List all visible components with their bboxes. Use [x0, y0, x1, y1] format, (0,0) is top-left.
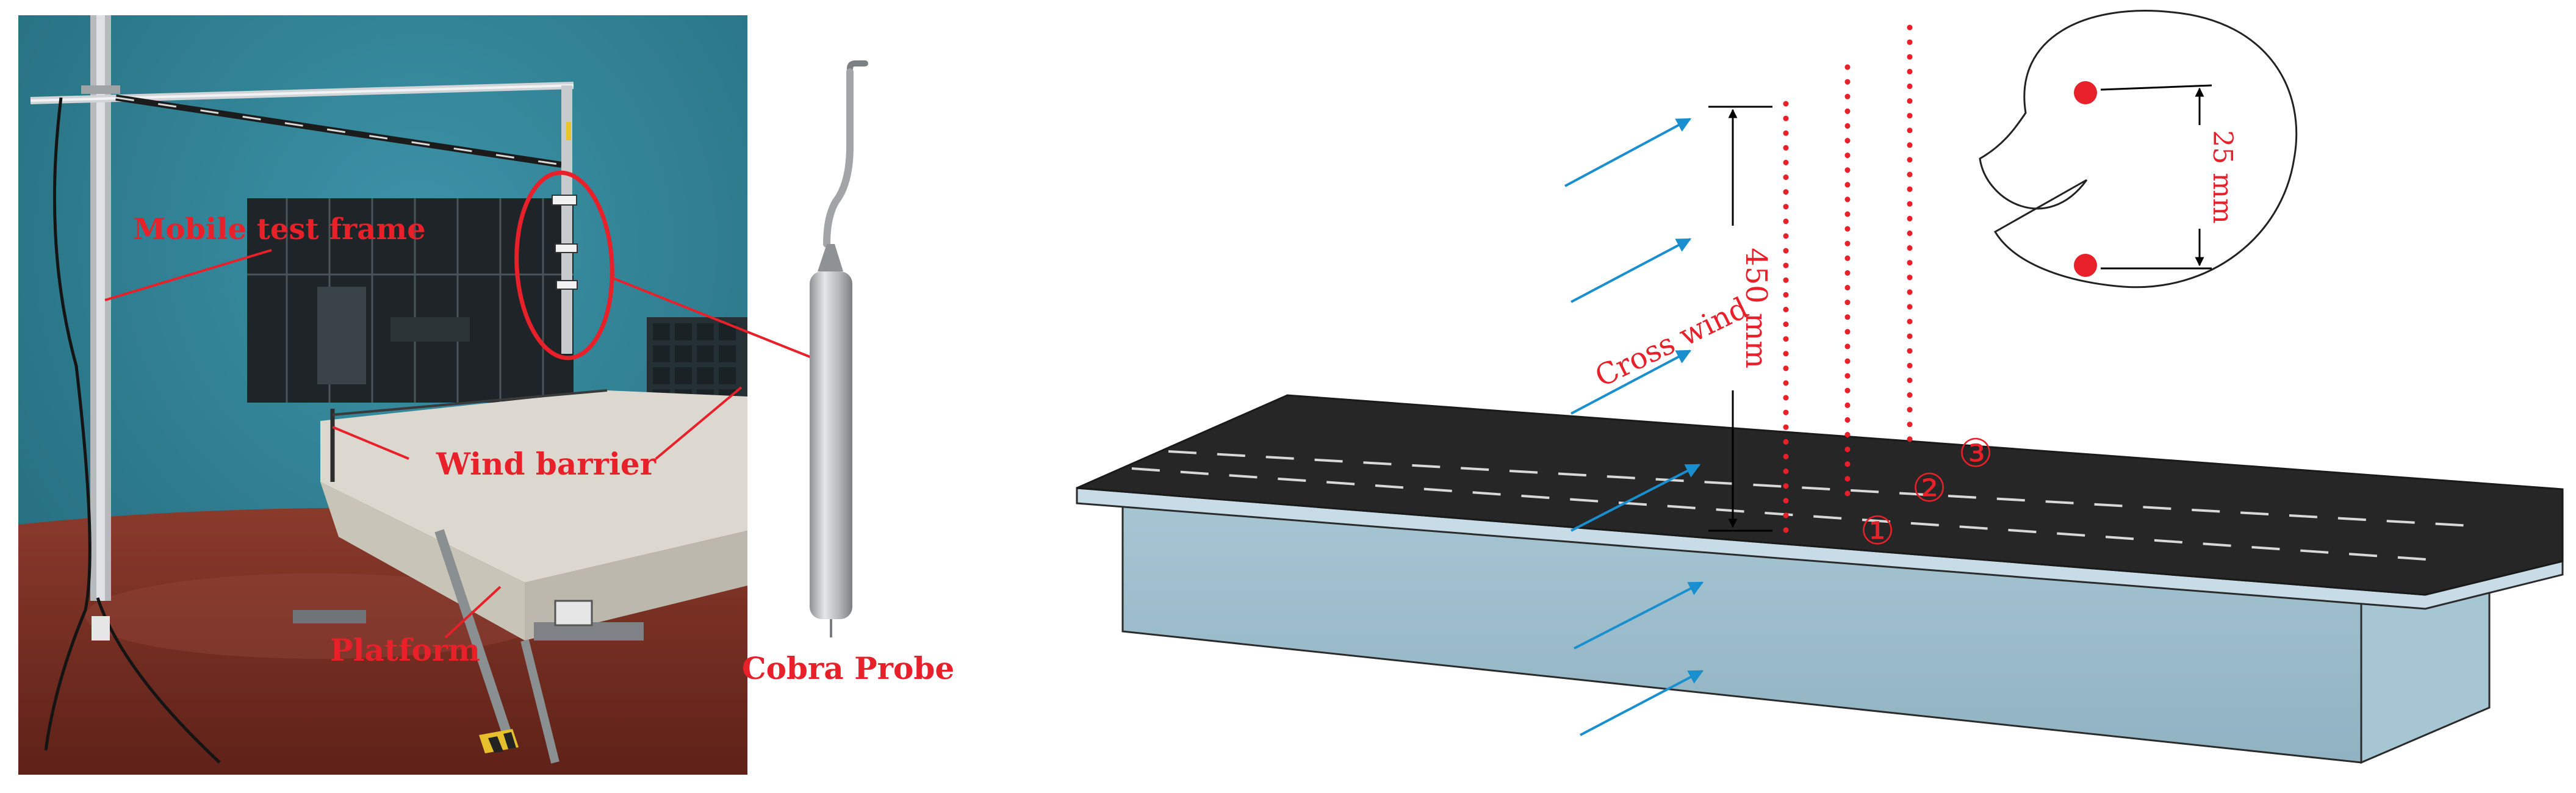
probe-point-lower [2074, 254, 2097, 277]
line-1-marker: ① [1860, 509, 1894, 554]
lane-marking-2 [1131, 467, 2435, 561]
height-dimension: 450 mm [1708, 106, 1773, 532]
wind-barrier-label: Wind barrier [436, 446, 657, 482]
mobile-test-frame-label: Mobile test frame [133, 212, 425, 246]
spacing-dimension-label: 25 mm [2207, 130, 2238, 223]
bridge-schematic: Cross wind ① ② ③ 450 mm 25 mm [1076, 10, 2564, 764]
cross-wind-arrows [1564, 118, 1704, 736]
lane-marking-1 [1168, 450, 2472, 527]
line-3-marker: ③ [1958, 431, 1993, 476]
deck-surface [1076, 394, 2564, 596]
cross-wind-label: Cross wind [1590, 291, 1754, 394]
probe-body [810, 271, 852, 619]
height-dimension-label: 450 mm [1739, 248, 1773, 368]
probe-point-upper [2074, 81, 2097, 104]
probe-highlight-ellipse [514, 170, 614, 361]
line-2-marker: ② [1912, 466, 1946, 511]
measurement-lines [1783, 24, 1913, 534]
cobra-probe-label: Cobra Probe [742, 650, 954, 686]
probe-spacing-callout: 25 mm [1979, 10, 2298, 289]
photo-leader-lines [104, 249, 815, 639]
callout-bubble [1979, 10, 2298, 289]
platform-top [320, 390, 747, 583]
wind-tunnel-photo: Mobile test frame Wind barrier Platform [18, 15, 815, 775]
platform-label: Platform [330, 632, 480, 668]
hazard-stripes [479, 729, 519, 753]
cobra-probe-image: Cobra Probe [742, 60, 954, 686]
mobile-test-frame [30, 15, 578, 764]
